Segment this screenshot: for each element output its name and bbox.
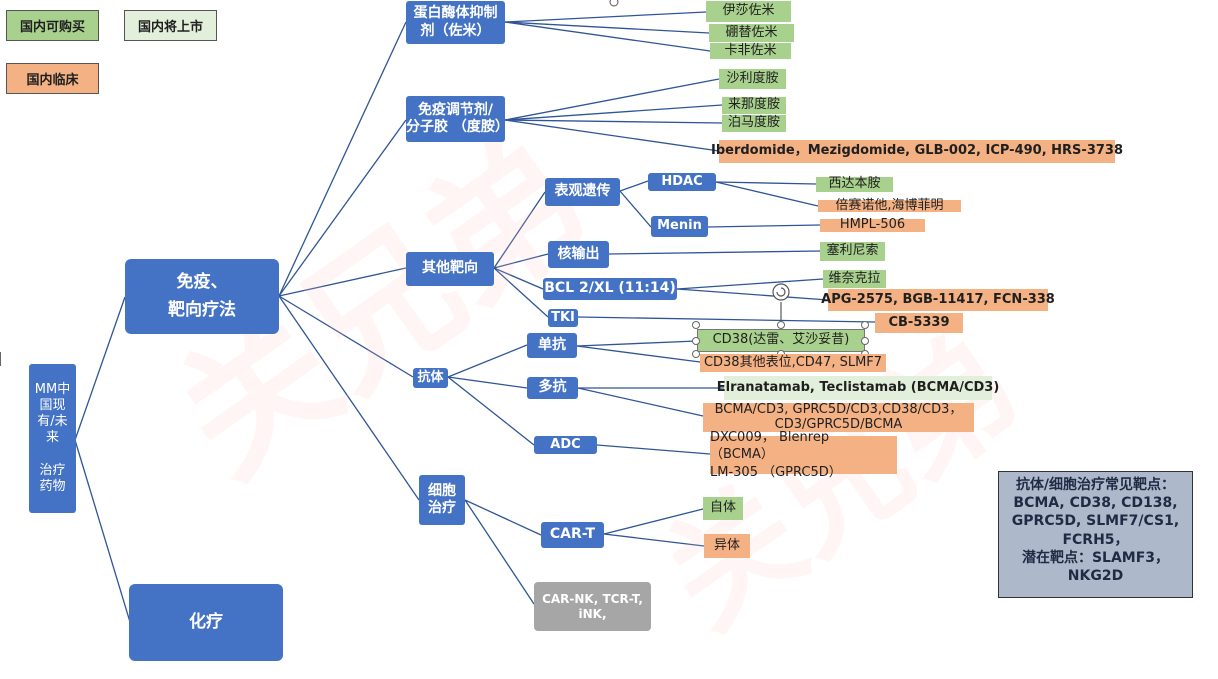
drugs-bcl-clinical[interactable]: APG-2575, BGB-11417, FCN-338	[821, 289, 1055, 311]
drug-bortezomib[interactable]: 硼替佐米	[709, 24, 794, 42]
selection-handle[interactable]	[692, 337, 700, 345]
selection-handle[interactable]	[861, 321, 869, 329]
drugs-hdac-clinical[interactable]: 倍赛诺他,海博菲明	[818, 198, 961, 213]
drug-lenalidomide[interactable]: 来那度胺	[722, 97, 786, 114]
node-epigenetic[interactable]: 表观遗传	[545, 178, 620, 206]
drug-carfilzomib[interactable]: 卡非佐米	[710, 43, 791, 59]
node-antibody[interactable]: 抗体	[413, 368, 448, 388]
node-proteasome-inhibitor[interactable]: 蛋白酶体抑制 剂（佐米）	[406, 1, 505, 44]
drug-thalidomide[interactable]: 沙利度胺	[719, 69, 786, 89]
selection-handle[interactable]	[692, 350, 700, 358]
node-bcl2-xl[interactable]: BCL 2/XL (11:14)	[543, 278, 677, 300]
drug-chidamide[interactable]: 西达本胺	[816, 176, 893, 192]
node-car-t[interactable]: CAR-T	[541, 522, 604, 548]
drugs-multispecific-clinical[interactable]: BCMA/CD3, GPRC5D/CD3,CD38/CD3， CD3/GPRC5…	[703, 402, 974, 432]
drugs-bispecific-upcoming[interactable]: Elranatamab, Teclistamab (BCMA/CD3)	[717, 376, 999, 400]
edge-marker	[0, 352, 1, 366]
node-menin[interactable]: Menin	[651, 216, 708, 237]
node-nuclear-export[interactable]: 核输出	[548, 241, 609, 268]
legend-available: 国内可购买	[6, 10, 99, 41]
node-immuno-targeted[interactable]: 免疫、 靶向疗法	[125, 259, 279, 334]
drugs-adc-clinical[interactable]: DXC009， Blenrep （BCMA） LM-305 （GPRC5D）	[710, 430, 897, 480]
selection-handle[interactable]	[692, 321, 700, 329]
drug-cb-5339[interactable]: CB-5339	[875, 313, 963, 333]
drug-selinexor[interactable]: 塞利尼索	[820, 242, 885, 261]
drugs-celmods-clinical[interactable]: Iberdomide，Mezigdomide, GLB-002, ICP-490…	[711, 140, 1123, 163]
drugs-cd38-other-clinical[interactable]: CD38其他表位,CD47, SLMF7	[700, 354, 886, 372]
node-monoclonal[interactable]: 单抗	[527, 333, 577, 358]
drug-ixazomib[interactable]: 伊莎佐米	[706, 1, 791, 22]
drugs-cd38[interactable]: CD38(达雷、艾沙妥昔)	[697, 329, 865, 352]
legend-upcoming: 国内将上市	[124, 10, 217, 41]
node-immunomodulator[interactable]: 免疫调节剂/ 分子胶 （度胺）	[406, 96, 509, 142]
node-adc[interactable]: ADC	[534, 436, 597, 454]
legend-clinical: 国内临床	[6, 63, 99, 94]
node-other-targets[interactable]: 其他靶向	[406, 252, 494, 286]
node-root[interactable]: MM中 国现 有/未 来 治疗 药物	[29, 364, 76, 513]
drug-hmpl-506[interactable]: HMPL-506	[820, 217, 925, 232]
node-chemotherapy[interactable]: 化疗	[129, 584, 283, 661]
selection-handle[interactable]	[861, 337, 869, 345]
drug-pomalidomide[interactable]: 泊马度胺	[722, 115, 786, 132]
node-other-cell-therapy[interactable]: CAR-NK, TCR-T, iNK,	[534, 582, 651, 631]
node-cell-therapy[interactable]: 细胞 治疗	[419, 475, 465, 525]
node-tki[interactable]: TKI	[548, 309, 578, 327]
node-multispecific[interactable]: 多抗	[527, 377, 578, 399]
drug-allogeneic[interactable]: 异体	[704, 534, 750, 558]
drug-venetoclax[interactable]: 维奈克拉	[823, 270, 886, 288]
drug-autologous[interactable]: 自体	[703, 497, 743, 520]
target-note: 抗体/细胞治疗常见靶点： BCMA, CD38, CD138, GPRC5D, …	[998, 471, 1193, 598]
node-hdac[interactable]: HDAC	[648, 173, 716, 191]
selection-handle[interactable]	[777, 321, 785, 329]
